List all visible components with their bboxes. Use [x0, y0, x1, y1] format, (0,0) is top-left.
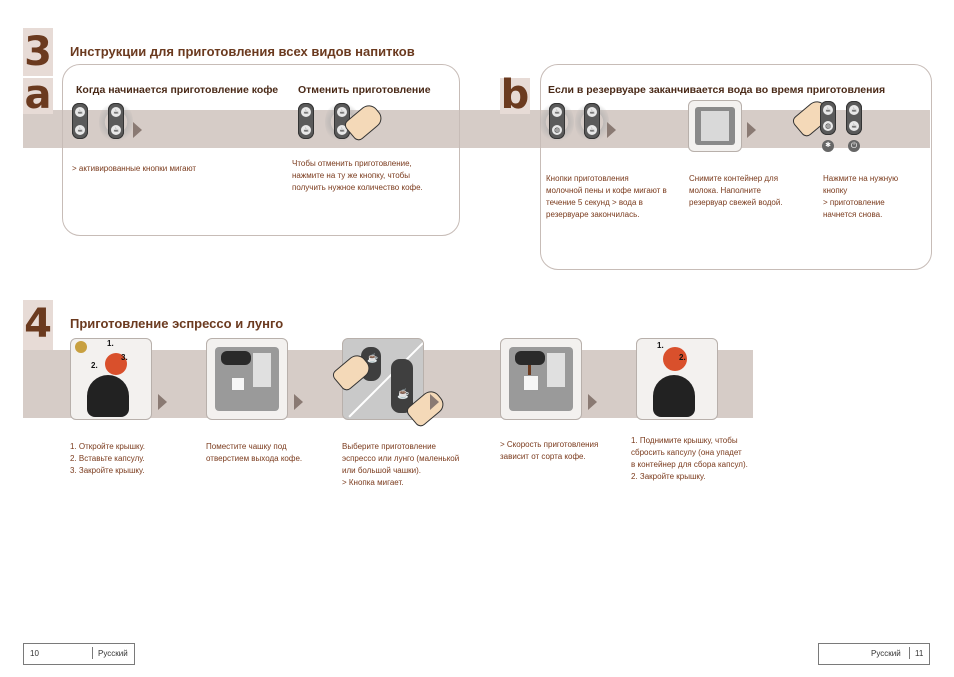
lungo-cup-icon: ☕ — [75, 125, 85, 135]
espresso-cup-icon: ☕ — [823, 105, 833, 115]
step-4-text: > Скорость приготовления зависит от сорт… — [500, 440, 599, 461]
button-panel-b4: ☕ ☕ — [846, 101, 862, 135]
button-panel-b1: ☕ ◍ — [549, 103, 565, 139]
page-number-left: 10 — [30, 649, 39, 658]
button-panel-a4: ☕ ☕ — [334, 103, 350, 139]
machine-reservoir-photo — [688, 100, 742, 152]
subsection-a-box — [62, 64, 460, 236]
subsection-letter-b: b — [500, 72, 530, 118]
section-4-title: Приготовление эспрессо и лунго — [70, 316, 284, 331]
espresso-cup-icon: ☕ — [75, 107, 85, 117]
arrow-icon — [588, 394, 597, 410]
espresso-cup-icon: ☕ — [849, 105, 859, 115]
footer-language-left: Русский — [98, 649, 128, 658]
section-number-4: 4 — [23, 300, 53, 350]
section-number-3: 3 — [23, 28, 53, 76]
lungo-cup-icon: ☕ — [337, 125, 347, 135]
step-5-marker-2: 2. — [679, 353, 686, 362]
lungo-cup-icon: ☕ — [849, 121, 859, 131]
milk-froth-icon: ☕ — [552, 107, 562, 117]
button-panel-a2: ☕ ☕ — [108, 103, 124, 139]
subsection-b-heading: Если в резервуаре заканчивается вода во … — [548, 84, 886, 96]
subsection-b-text-2: Снимите контейнер для молока. Наполните … — [689, 174, 783, 207]
milk-icon: ◍ — [552, 125, 562, 135]
espresso-cup-icon: ☕ — [337, 107, 347, 117]
subsection-b-text-3: Нажмите на нужную кнопку > приготовление… — [823, 174, 899, 219]
page-number-right: 11 — [915, 649, 924, 658]
footer-right: Русский 11 — [818, 643, 930, 665]
button-panel-a1: ☕ ☕ — [72, 103, 88, 139]
arrow-icon — [133, 122, 142, 138]
lungo-cup-icon: ☕ — [301, 125, 311, 135]
step-1-text: 1. Откройте крышку. 2. Вставьте капсулу.… — [70, 442, 146, 475]
step-2-photo — [206, 338, 288, 420]
step-5-marker-1: 1. — [657, 341, 664, 350]
button-panel-b3: ☕ ◍ — [820, 101, 836, 135]
step-1-marker-1: 1. — [107, 339, 114, 348]
subsection-b-box — [540, 64, 932, 270]
milk-icon: ◍ — [823, 121, 833, 131]
espresso-cup-icon: ☕ — [111, 107, 121, 117]
arrow-icon — [747, 122, 756, 138]
espresso-cup-icon: ☕ — [301, 107, 311, 117]
step-1-marker-2: 2. — [91, 361, 98, 370]
subsection-a-text-start: > активированные кнопки мигают — [72, 164, 197, 173]
arrow-icon — [607, 122, 616, 138]
espresso-cup-icon: ☕ — [367, 353, 379, 363]
espresso-cup-icon: ☕ — [587, 107, 597, 117]
subsection-letter-a: a — [23, 72, 53, 118]
step-1-marker-3: 3. — [121, 353, 128, 362]
section-3-title: Инструкции для приготовления всех видов … — [70, 44, 415, 59]
lungo-cup-icon: ☕ — [111, 125, 121, 135]
subsection-a-heading-start: Когда начинается приготовление кофе — [76, 84, 279, 96]
subsection-a-heading-cancel: Отменить приготовление — [298, 84, 431, 96]
button-panel-b2: ☕ ☕ — [584, 103, 600, 139]
power-icon: ⏻ — [848, 140, 860, 152]
lungo-cup-icon: ☕ — [397, 389, 410, 400]
step-3-text: Выберите приготовление эспрессо или лунг… — [342, 442, 460, 487]
milk-froth-icon: ✱ — [822, 140, 834, 152]
step-4-photo — [500, 338, 582, 420]
subsection-b-text-1: Кнопки приготовления молочной пены и коф… — [546, 174, 667, 219]
button-panel-a3: ☕ ☕ — [298, 103, 314, 139]
arrow-icon — [294, 394, 303, 410]
lungo-cup-icon: ☕ — [587, 125, 597, 135]
step-2-text: Поместите чашку под отверстием выхода ко… — [206, 442, 303, 463]
arrow-icon — [430, 394, 439, 410]
arrow-icon — [158, 394, 167, 410]
step-5-text: 1. Поднимите крышку, чтобы сбросить капс… — [631, 436, 748, 481]
footer-left: 10 Русский — [23, 643, 135, 665]
subsection-a-text-cancel: Чтобы отменить приготовление, нажмите на… — [292, 159, 423, 192]
step-5-photo: 1. 2. — [636, 338, 718, 420]
footer-language-right: Русский — [871, 649, 901, 658]
step-1-photo: 1. 2. 3. — [70, 338, 152, 420]
